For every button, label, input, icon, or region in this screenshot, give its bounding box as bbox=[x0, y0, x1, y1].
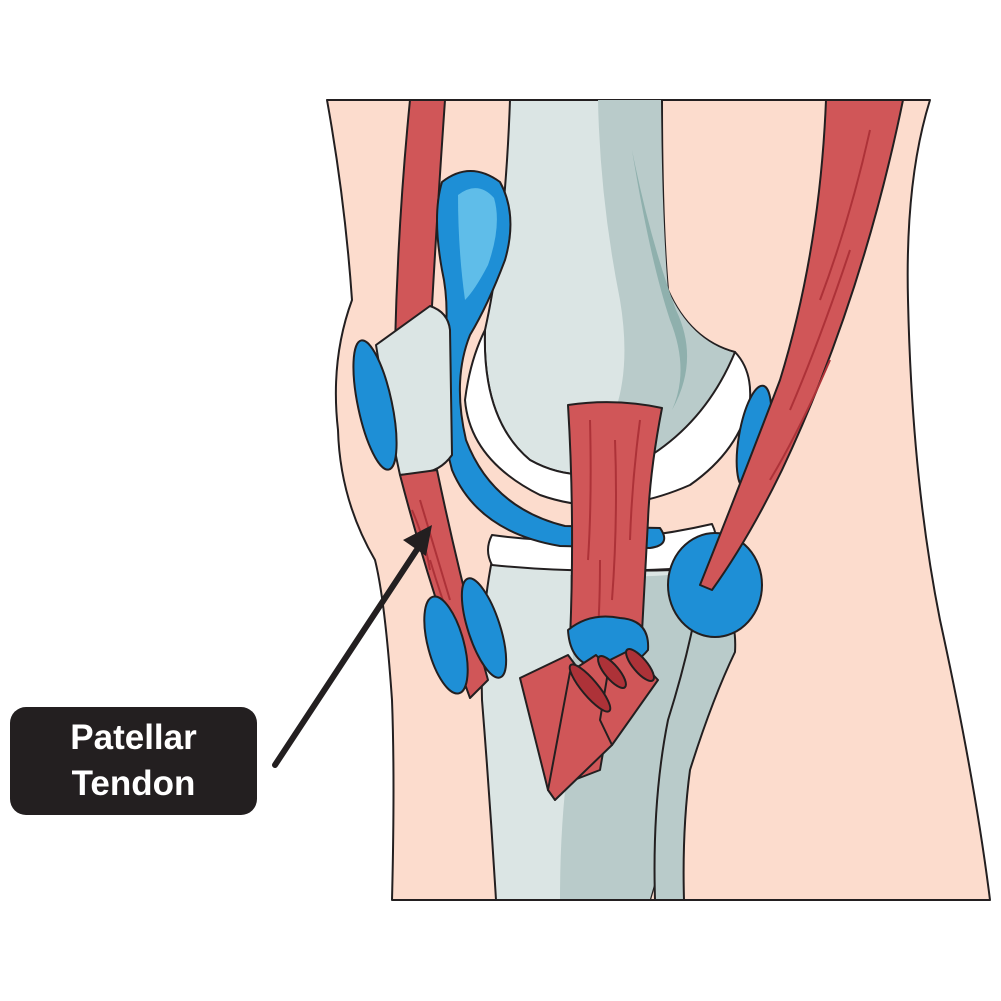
lateral-muscle bbox=[699, 99, 904, 591]
cut-end-3 bbox=[625, 648, 655, 682]
fibula bbox=[653, 587, 737, 901]
lateral-muscle-fibers bbox=[769, 129, 871, 481]
patellar-tendon-label: Patellar Tendon bbox=[10, 707, 257, 815]
cut-end-1 bbox=[568, 663, 612, 713]
label-line-1: Patellar bbox=[70, 718, 197, 757]
cut-end-2 bbox=[597, 655, 627, 689]
femur-shade bbox=[570, 100, 734, 475]
pointer-arrow-shaft bbox=[272, 542, 423, 768]
pointer-arrow-head bbox=[403, 525, 432, 556]
infrapatellar-bursa-right bbox=[460, 577, 508, 679]
label-line-2: Tendon bbox=[71, 764, 196, 803]
bursa-highlight bbox=[458, 188, 497, 300]
infrapatellar-bursa-left bbox=[423, 595, 469, 695]
prepatellar-bursa bbox=[352, 339, 398, 471]
femur-highlight-line bbox=[632, 150, 688, 410]
